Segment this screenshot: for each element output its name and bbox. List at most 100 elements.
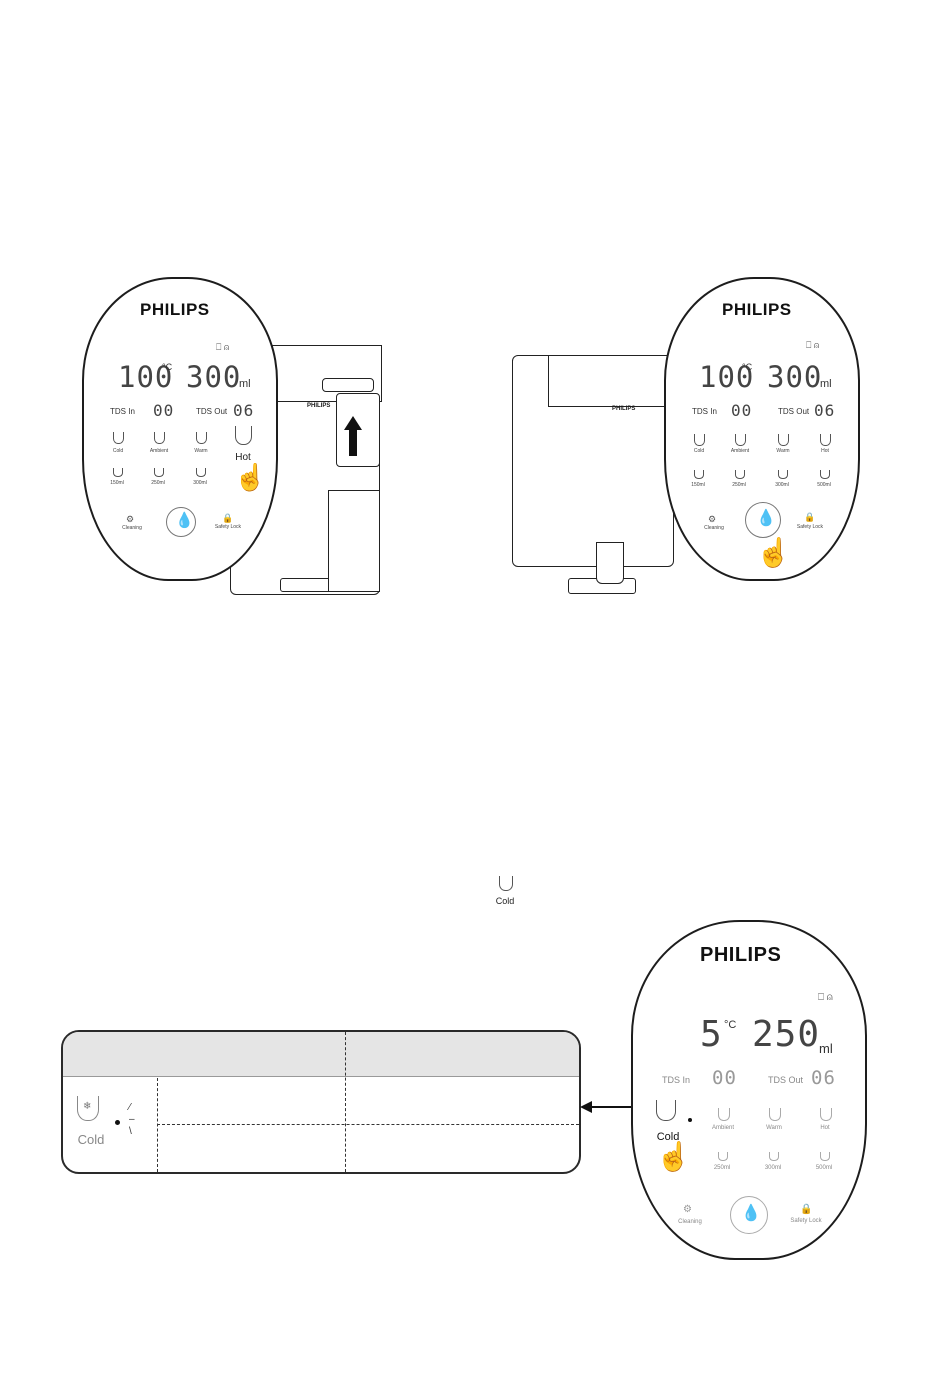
arrow-up-shaft	[349, 430, 357, 456]
volume-300-bottom[interactable]: 300ml	[764, 1165, 782, 1171]
hot-icon	[235, 426, 252, 445]
warm-icon-bottom	[769, 1108, 781, 1121]
temperature-display-bottom: 5	[700, 1014, 723, 1055]
lock-status-icon: ⎕ ⍝	[216, 342, 230, 352]
volume-300-right[interactable]: 300ml	[775, 482, 789, 488]
temp-hot-big[interactable]: Hot	[235, 452, 251, 463]
dispense-button[interactable]	[166, 507, 196, 537]
tds-in-label: TDS In	[110, 407, 135, 416]
dispenser-top-right	[548, 355, 674, 407]
brand-logo: PHILIPS	[140, 300, 210, 319]
volume-150[interactable]: 150ml	[110, 480, 124, 486]
temp-ambient-right[interactable]: Ambient	[730, 448, 750, 454]
cleaning-icon: ⚙	[126, 514, 135, 524]
warm-icon-right	[778, 434, 789, 446]
water-tank	[336, 393, 380, 467]
vol-300-icon	[196, 468, 206, 477]
table-snowflake-icon: ❄	[83, 1101, 92, 1112]
water-drop-icon-bottom: 💧	[741, 1205, 761, 1222]
temperature-display: 100	[118, 360, 174, 394]
table-cold-icon	[77, 1096, 99, 1121]
volume-unit: ml	[239, 378, 251, 390]
volume-250-bottom[interactable]: 250ml	[713, 1165, 731, 1171]
water-drop-icon: 💧	[175, 512, 194, 529]
hot-icon-right	[820, 434, 831, 446]
temp-cold[interactable]: Cold	[112, 448, 124, 454]
machine-brand-right: PHILIPS	[612, 406, 636, 412]
volume-display-right: 300	[767, 360, 823, 394]
dispenser-spout	[322, 378, 374, 392]
vol-500-icon-right	[820, 470, 830, 479]
brand-logo-right: PHILIPS	[722, 300, 792, 319]
vol-300-icon-bottom	[769, 1152, 779, 1161]
column-divider	[157, 1078, 158, 1172]
lock-icon: 🔒	[222, 513, 234, 523]
tds-out-value-bottom: 06	[811, 1067, 836, 1089]
volume-250-right[interactable]: 250ml	[732, 482, 746, 488]
volume-300[interactable]: 300ml	[193, 480, 207, 486]
vol-500-icon-bottom	[820, 1152, 830, 1161]
tds-in-value-right: 00	[731, 401, 753, 420]
side-tank	[328, 490, 380, 592]
safety-lock-button-right[interactable]: Safety Lock	[796, 524, 824, 530]
cold-inline-label: Cold	[495, 896, 515, 906]
indicator-dot	[115, 1120, 120, 1125]
temp-ambient-bottom[interactable]: Ambient	[711, 1125, 734, 1131]
lock-status-icon-right: ⎕ ⍝	[806, 340, 820, 350]
ambient-icon	[154, 432, 165, 444]
cold-mode-table: ❄ Cold ⁄–\	[61, 1030, 581, 1174]
temp-hot-right[interactable]: Hot	[821, 448, 829, 454]
volume-150-right[interactable]: 150ml	[691, 482, 705, 488]
indicator-dot-bottom	[688, 1118, 692, 1122]
pointing-hand-icon: ☝	[234, 462, 267, 492]
water-drop-icon-right: 💧	[756, 510, 776, 527]
vol-250-icon-right	[735, 470, 745, 479]
vol-150-icon	[113, 468, 123, 477]
lock-icon-right: 🔒	[804, 512, 816, 522]
safety-lock-button[interactable]: Safety Lock	[214, 524, 242, 530]
temperature-unit-right: °C	[742, 362, 753, 372]
temp-warm[interactable]: Warm	[194, 448, 208, 454]
tds-out-label: TDS Out	[196, 407, 228, 416]
arrow-left-icon	[580, 1101, 592, 1113]
temp-warm-right[interactable]: Warm	[776, 448, 790, 454]
cleaning-button-right[interactable]: Cleaning	[704, 525, 724, 531]
volume-500-right[interactable]: 500ml	[817, 482, 831, 488]
volume-unit-bottom: ml	[819, 1041, 833, 1056]
ambient-icon-right	[735, 434, 746, 446]
tds-in-label-right: TDS In	[692, 407, 717, 416]
safety-lock-button-bottom[interactable]: Safety Lock	[790, 1218, 822, 1224]
temp-cold-bottom[interactable]: Cold	[656, 1131, 680, 1143]
cold-icon	[113, 432, 124, 444]
volume-500-bottom[interactable]: 500ml	[815, 1165, 833, 1171]
cleaning-icon-right: ⚙	[708, 514, 717, 524]
temp-hot-bottom[interactable]: Hot	[820, 1125, 830, 1131]
tds-in-value-bottom: 00	[712, 1067, 737, 1089]
arrow-left-shaft	[592, 1106, 650, 1108]
tds-out-value-right: 06	[814, 401, 836, 420]
cleaning-button[interactable]: Cleaning	[122, 525, 142, 531]
vol-150-icon-right	[694, 470, 704, 479]
temperature-unit-bottom: °C	[724, 1019, 737, 1031]
temp-warm-bottom[interactable]: Warm	[766, 1125, 782, 1131]
cold-inline-icon	[499, 876, 513, 891]
cup-illustration	[596, 542, 624, 584]
volume-250[interactable]: 250ml	[151, 480, 165, 486]
volume-unit-right: ml	[820, 378, 832, 390]
dispense-button-bottom[interactable]	[730, 1196, 768, 1234]
temp-ambient[interactable]: Ambient	[149, 448, 169, 454]
table-header	[63, 1032, 579, 1077]
volume-display-bottom: 250	[752, 1014, 821, 1055]
table-cold-label: Cold	[77, 1132, 105, 1147]
arrow-up-icon	[344, 416, 362, 430]
dispense-button-right[interactable]	[745, 502, 781, 538]
warm-icon	[196, 432, 207, 444]
pointing-hand-icon-right: ☝	[756, 537, 791, 568]
temp-cold-right[interactable]: Cold	[693, 448, 705, 454]
cleaning-icon-bottom: ⚙	[683, 1204, 692, 1215]
cleaning-button-bottom[interactable]: Cleaning	[678, 1219, 702, 1225]
vol-250-icon	[154, 468, 164, 477]
tds-out-label-bottom: TDS Out	[768, 1075, 804, 1085]
hot-icon-bottom	[820, 1108, 832, 1121]
cold-icon-right	[694, 434, 705, 446]
